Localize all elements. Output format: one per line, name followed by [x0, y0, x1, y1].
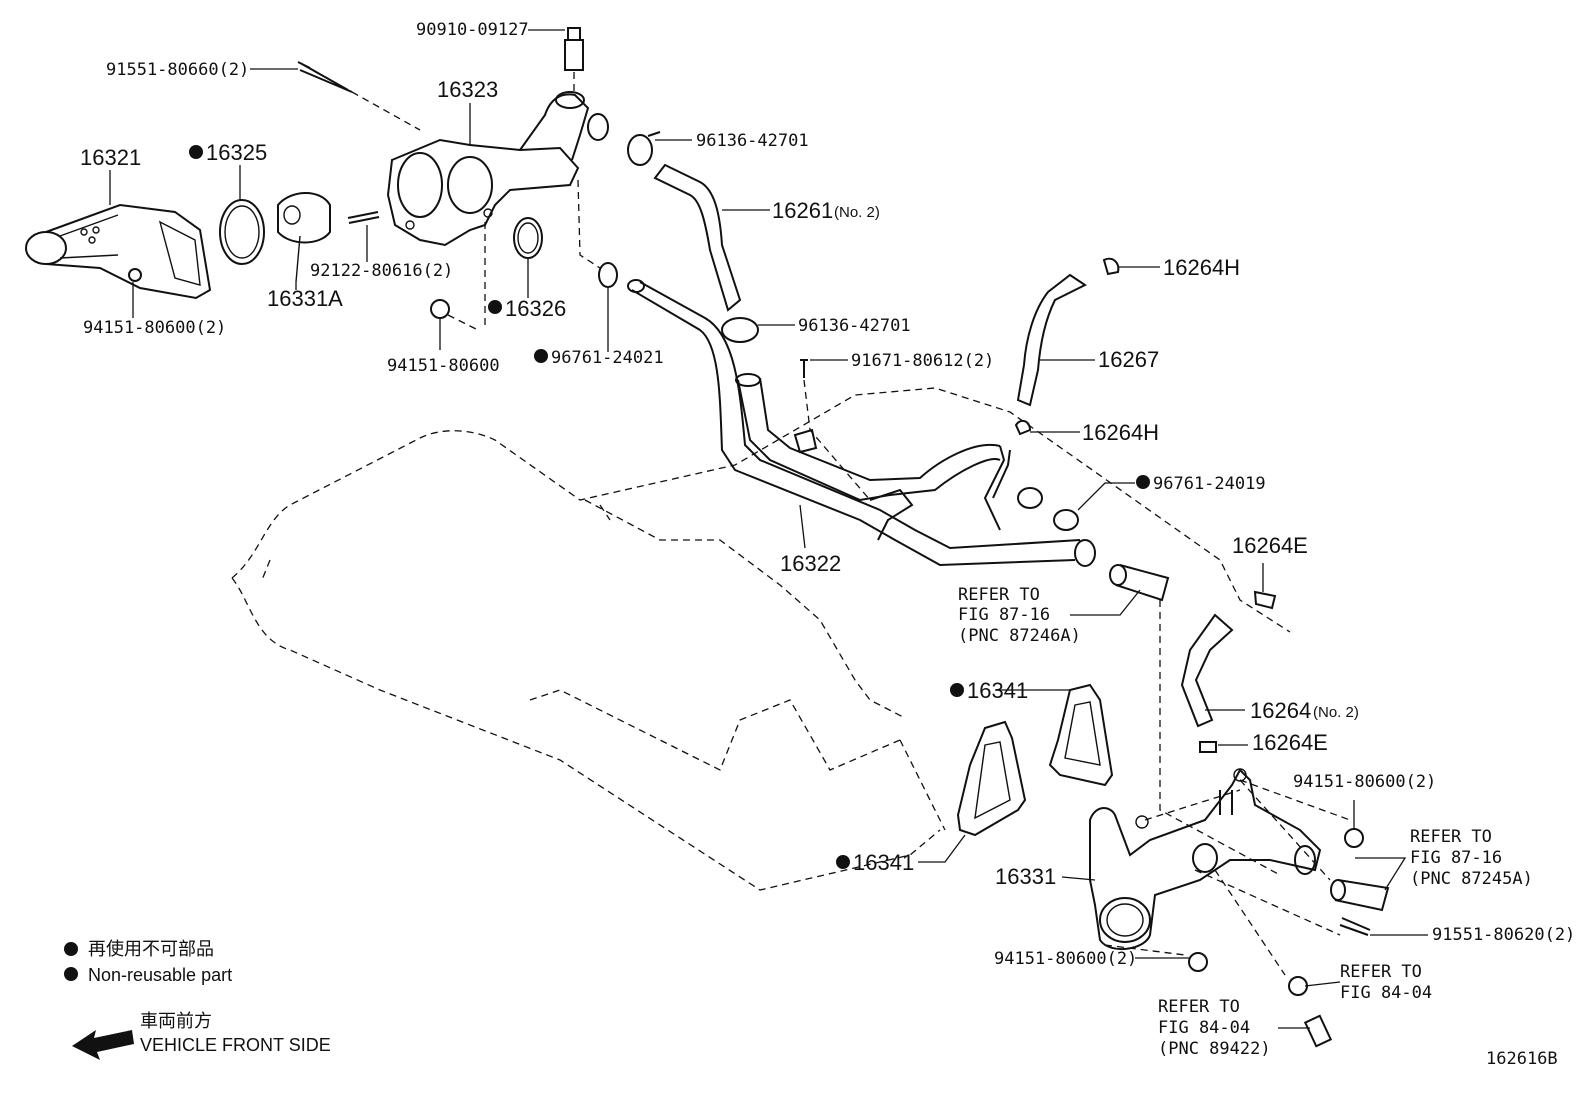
- thermostat-16331A: [277, 192, 331, 283]
- direction-en: VEHICLE FRONT SIDE: [140, 1035, 331, 1055]
- refer1-line3: (PNC 87246A): [958, 626, 1081, 646]
- label-92122: 92122-80616(2): [310, 261, 453, 281]
- legend-bullet-en: [64, 967, 78, 981]
- label-16261: 16261: [772, 198, 833, 223]
- label-16322: 16322: [780, 551, 841, 576]
- clamp-16264E-b: [1199, 741, 1217, 753]
- label-16264E-b: 16264E: [1252, 730, 1328, 755]
- temp-sensor: [1303, 1014, 1333, 1048]
- label-16325: 16325: [206, 140, 267, 165]
- engine-outline: [231, 387, 1291, 891]
- inlet-pipe-16321: [25, 203, 212, 300]
- label-94151-d: 94151-80600(2): [994, 949, 1137, 969]
- refer3-line1: REFER TO: [1340, 962, 1422, 982]
- non-reusable-bullet: [488, 300, 502, 314]
- legend-bullet-jp: [64, 942, 78, 956]
- refer1-line2: FIG 87-16: [958, 605, 1050, 625]
- gasket-16341-b: [956, 720, 1027, 837]
- clamp-16264H-a: [1102, 257, 1120, 276]
- water-pipe-16322: [627, 279, 1096, 567]
- water-inlet-housing-16323: [386, 91, 609, 247]
- hose-16267: [1016, 273, 1087, 407]
- label-16261-note: (No. 2): [834, 204, 880, 221]
- callout-labels: 90910-09127 91551-80660(2) 16323 96136-4…: [80, 20, 1575, 1059]
- legend: 再使用不可部品 Non-reusable part 車両前方 VEHICLE F…: [64, 939, 331, 1060]
- label-94151-a: 94151-80600(2): [83, 318, 226, 338]
- label-96136-b: 96136-42701: [798, 316, 911, 336]
- nut-94151-80600: [430, 299, 450, 319]
- refer2-line2: FIG 87-16: [1410, 848, 1502, 868]
- label-16331: 16331: [995, 864, 1056, 889]
- bolt-91551-80620: [1339, 917, 1371, 936]
- gasket-16341-a: [1048, 683, 1114, 787]
- label-16264E-a: 16264E: [1232, 533, 1308, 558]
- label-94151-c: 94151-80600(2): [1293, 772, 1436, 792]
- nut-94151-80600-c: [1344, 828, 1364, 848]
- figure-id: 162616B: [1486, 1049, 1558, 1069]
- refer2-line3: (PNC 87245A): [1410, 869, 1533, 889]
- nut-94151-80600-d: [1188, 952, 1208, 972]
- non-reusable-bullet: [1136, 475, 1150, 489]
- o-ring-96761-24019: [1053, 509, 1079, 531]
- refer4-line1: REFER TO: [1158, 997, 1240, 1017]
- legend-non-reusable-en: Non-reusable part: [88, 965, 232, 985]
- bolt-91671: [800, 359, 808, 378]
- hose-16261: [653, 163, 742, 312]
- label-16264-note: (No. 2): [1313, 704, 1359, 721]
- label-16331A: 16331A: [267, 286, 343, 311]
- label-16341-a: 16341: [967, 678, 1028, 703]
- clamp-96136-b: [721, 317, 759, 343]
- label-16321: 16321: [80, 145, 141, 170]
- front-arrow-icon: [72, 1030, 134, 1060]
- label-16323: 16323: [437, 77, 498, 102]
- label-91551-80660: 91551-80660(2): [106, 60, 249, 80]
- clamp-16264H-b: [1014, 419, 1032, 436]
- label-90910: 90910-09127: [416, 20, 529, 40]
- water-outlet-16331: [1089, 768, 1322, 951]
- non-reusable-bullet: [950, 683, 964, 697]
- label-16264: 16264: [1250, 698, 1311, 723]
- leader-lines: [109, 29, 1428, 1029]
- refer4-line3: (PNC 89422): [1158, 1039, 1271, 1059]
- label-96761-b: 96761-24019: [1153, 474, 1266, 494]
- label-16267: 16267: [1098, 347, 1159, 372]
- hose-16264: [1180, 613, 1234, 728]
- clamp-96136-a: [627, 134, 653, 166]
- non-reusable-bullet: [189, 145, 203, 159]
- legend-non-reusable-jp: 再使用不可部品: [88, 939, 214, 959]
- label-16326: 16326: [505, 296, 566, 321]
- non-reusable-bullet: [534, 349, 548, 363]
- refer1-line1: REFER TO: [958, 585, 1040, 605]
- direction-jp: 車両前方: [140, 1011, 212, 1031]
- label-91671: 91671-80612(2): [851, 351, 994, 371]
- label-94151-b: 94151-80600: [387, 356, 500, 376]
- non-reusable-bullet: [836, 855, 850, 869]
- label-96761-a: 96761-24021: [551, 348, 664, 368]
- refer2-line1: REFER TO: [1410, 827, 1492, 847]
- stud-92122: [347, 211, 380, 224]
- label-91551-80620: 91551-80620(2): [1432, 925, 1575, 945]
- bolt-91551-80660: [297, 61, 353, 93]
- o-ring-96761-24021: [598, 262, 618, 288]
- clamp-16264E-a: [1253, 590, 1277, 610]
- sensor-90910: [564, 27, 584, 95]
- label-16341-b: 16341: [853, 850, 914, 875]
- refer4-line2: FIG 84-04: [1158, 1018, 1250, 1038]
- gasket-16325: [219, 199, 265, 265]
- refer3-line2: FIG 84-04: [1340, 983, 1432, 1003]
- label-16264H-a: 16264H: [1163, 255, 1240, 280]
- label-96136-a: 96136-42701: [696, 131, 809, 151]
- label-16264H-b: 16264H: [1082, 420, 1159, 445]
